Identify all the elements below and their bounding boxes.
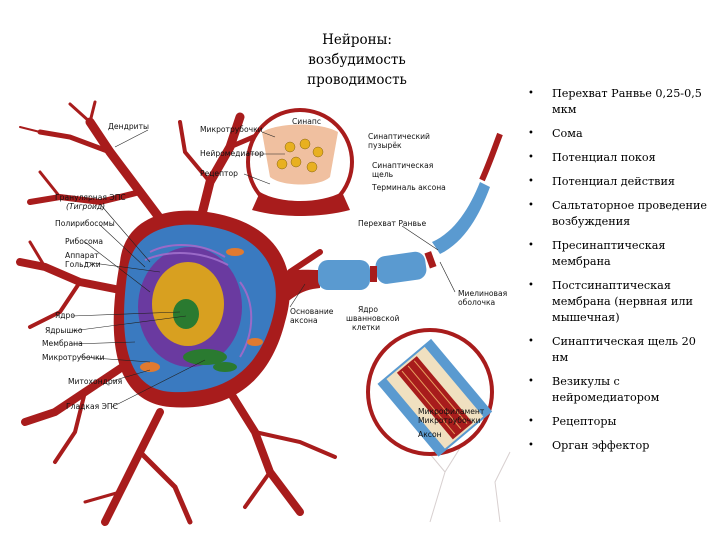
label-polyribosomes: Полирибосомы bbox=[55, 219, 115, 228]
label-cleft-2: щель bbox=[372, 170, 394, 179]
bullet-item: • Орган эффектор bbox=[525, 438, 715, 454]
label-mitochondrion: Митохондрия bbox=[68, 377, 122, 386]
label-rough-er-2: (Тигроид) bbox=[66, 202, 105, 211]
title-line-3: проводимость bbox=[307, 72, 407, 88]
bullet-marker: • bbox=[528, 240, 534, 251]
bullet-item: • Пресинаптическая мембрана bbox=[525, 238, 715, 270]
label-schwann-2: шванновской bbox=[346, 314, 400, 323]
golgi-apparatus bbox=[144, 244, 253, 358]
bullet-text: Сальтаторное проведение возбуждения bbox=[552, 199, 708, 228]
label-schwann-3: клетки bbox=[352, 323, 380, 332]
bullet-text: Постсинаптическая мембрана (нервная или … bbox=[552, 279, 693, 324]
bullet-marker: • bbox=[528, 128, 534, 139]
label-membrane: Мембрана bbox=[42, 339, 83, 348]
label-nucleolus: Ядрышко bbox=[45, 326, 83, 335]
label-axon-hillock-1: Основание bbox=[290, 307, 334, 316]
bullet-text: Пресинаптическая мембрана bbox=[552, 239, 666, 268]
label-myelin-1: Миелиновая bbox=[458, 289, 507, 298]
label-axon-hillock-2: аксона bbox=[290, 316, 318, 325]
leader-lines bbox=[71, 129, 456, 408]
bullet-text: Орган эффектор bbox=[552, 439, 650, 452]
bullet-list: • Перехват Ранвье 0,25-0,5 мкм • Сома • Пот… bbox=[525, 86, 715, 462]
bullet-marker: • bbox=[528, 440, 534, 451]
bullet-text: Сома bbox=[552, 127, 583, 140]
bullet-item: • Постсинаптическая мембрана (нервная или… bbox=[525, 278, 715, 326]
bullet-text: Потенциал покоя bbox=[552, 151, 656, 164]
label-axon: Аксон bbox=[418, 430, 442, 439]
mitochondria bbox=[140, 248, 263, 372]
axon-segments bbox=[318, 132, 503, 290]
bullet-marker: • bbox=[528, 376, 534, 387]
label-microtubules: Микротрубочки bbox=[200, 125, 263, 134]
slide-title: Нейроны: возбудимость проводимость bbox=[292, 30, 422, 90]
title-line-1: Нейроны: bbox=[322, 32, 392, 48]
axon-section-inset bbox=[366, 328, 494, 457]
bullet-item: • Синаптическая щель 20 нм bbox=[525, 334, 715, 366]
label-vesicle-2: пузырёк bbox=[368, 141, 402, 150]
label-vesicle-1: Синаптический bbox=[368, 132, 430, 141]
bullet-marker: • bbox=[528, 176, 534, 187]
label-schwann-1: Ядро bbox=[358, 305, 378, 314]
bullet-marker: • bbox=[528, 336, 534, 347]
diagram-labels: Дендриты Микротрубочки Нейромедиатор Рец… bbox=[42, 117, 507, 439]
bullet-text: Везикулы с нейромедиатором bbox=[552, 375, 660, 404]
label-axon-terminal: Терминаль аксона bbox=[371, 183, 446, 192]
bullet-marker: • bbox=[528, 152, 534, 163]
bullet-text: Синаптическая щель 20 нм bbox=[552, 335, 696, 364]
bullet-marker: • bbox=[528, 200, 534, 211]
label-synapse: Синапс bbox=[292, 117, 321, 126]
label-microfilament: Микрофиламент bbox=[418, 407, 485, 416]
bullet-item: • Перехват Ранвье 0,25-0,5 мкм bbox=[525, 86, 715, 118]
label-node-ranvier: Перехват Ранвье bbox=[358, 219, 426, 228]
title-line-2: возбудимость bbox=[308, 52, 406, 68]
label-golgi-2: Гольджи bbox=[65, 260, 101, 269]
label-neurotransmitter: Нейромедиатор bbox=[200, 149, 264, 158]
bullet-item: • Сома bbox=[525, 126, 715, 142]
label-dendrites: Дендриты bbox=[108, 122, 149, 131]
label-myelin-2: оболочка bbox=[458, 298, 495, 307]
bullet-text: Перехват Ранвье 0,25-0,5 мкм bbox=[552, 87, 702, 116]
bullet-item: • Везикулы с нейромедиатором bbox=[525, 374, 715, 406]
label-ribosome: Рибосома bbox=[65, 237, 103, 246]
bullet-item: • Потенциал покоя bbox=[525, 150, 715, 166]
label-rough-er-1: Гранулярная ЭПС bbox=[55, 193, 126, 202]
label-smooth-er: Гладкая ЭПС bbox=[66, 402, 118, 411]
dendrite-branches bbox=[16, 100, 337, 526]
nucleolus bbox=[173, 299, 199, 329]
bullet-marker: • bbox=[528, 416, 534, 427]
neuron-diagram: Дендриты Микротрубочки Нейромедиатор Рец… bbox=[16, 100, 511, 526]
bullet-marker: • bbox=[528, 280, 534, 291]
bullet-marker: • bbox=[528, 88, 534, 99]
bullet-item: • Рецепторы bbox=[525, 414, 715, 430]
label-microtubule-b: Микротрубочки bbox=[418, 416, 481, 425]
label-microtubule: Микротрубочки bbox=[42, 353, 105, 362]
bullet-text: Рецепторы bbox=[552, 415, 617, 428]
label-golgi-1: Аппарат bbox=[65, 251, 99, 260]
bullet-item: • Потенциал действия bbox=[525, 174, 715, 190]
bullet-item: • Сальтаторное проведение возбуждения bbox=[525, 198, 715, 230]
smooth-er bbox=[183, 349, 237, 372]
synapse-inset bbox=[246, 108, 354, 216]
label-cleft-1: Синаптическая bbox=[372, 161, 433, 170]
label-nucleus: Ядро bbox=[55, 311, 75, 320]
bullet-text: Потенциал действия bbox=[552, 175, 675, 188]
label-receptor: Рецептор bbox=[200, 169, 238, 178]
